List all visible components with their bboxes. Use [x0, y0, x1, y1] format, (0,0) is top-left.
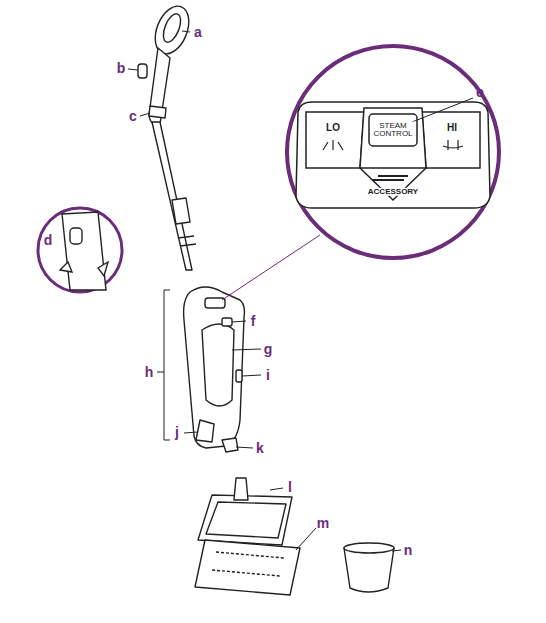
- accessory-wedge: [360, 168, 426, 200]
- detail-clips: [60, 262, 108, 276]
- callout-letter: k: [256, 441, 264, 456]
- hi-button: [422, 112, 480, 168]
- lo-button: [306, 112, 364, 168]
- lo-steam-icon: [323, 140, 343, 150]
- leader-line: [232, 349, 261, 350]
- accessory-icon: [372, 176, 408, 180]
- measuring-cup: [344, 544, 394, 592]
- mop-head: [198, 495, 292, 545]
- mop-head-ribs: [206, 502, 286, 538]
- zoom-circle: [287, 46, 499, 258]
- callout-letter: d: [44, 233, 53, 248]
- detail-latch: [70, 228, 82, 244]
- collar: [149, 106, 166, 118]
- leader-line: [157, 372, 164, 373]
- mop-head-neck: [234, 478, 248, 500]
- button-label: HI: [447, 123, 457, 134]
- leader-line: [296, 528, 316, 550]
- zoom-leader: [222, 235, 320, 300]
- leader-line: [184, 432, 198, 433]
- leader-line: [236, 447, 253, 448]
- leader-line: [128, 69, 138, 70]
- handle-grip: [149, 48, 170, 124]
- callout-letter: j: [175, 425, 179, 440]
- button-label: STEAM CONTROL: [371, 122, 415, 139]
- detail-circle: [38, 208, 122, 292]
- leader-line: [182, 31, 190, 32]
- leader-line: [232, 321, 246, 322]
- callout-letter: c: [129, 109, 137, 124]
- pole: [152, 122, 192, 270]
- mop-body: [184, 287, 245, 448]
- pivot: [222, 438, 238, 452]
- bracket: [164, 290, 170, 440]
- leader-line: [270, 488, 283, 490]
- button-label: LO: [326, 123, 340, 134]
- callout-letter: l: [288, 480, 292, 495]
- mop-pad: [195, 540, 300, 595]
- pedal: [196, 420, 214, 442]
- callout-letter: a: [194, 25, 202, 40]
- callout-letter: n: [404, 543, 413, 558]
- panel-face: [296, 102, 490, 208]
- button-label: ACCESSORY: [368, 188, 418, 196]
- leader-line: [412, 98, 473, 122]
- pole-ring: [178, 236, 196, 246]
- hi-steam-icon: [443, 140, 463, 150]
- water-tank: [202, 324, 234, 406]
- callout-letter: i: [266, 368, 270, 383]
- pole-clip: [172, 198, 190, 224]
- tank-release: [236, 370, 242, 382]
- callout-letter: f: [251, 314, 256, 329]
- callout-letter: m: [317, 516, 329, 531]
- steam-control-surround: [360, 108, 426, 168]
- leader-line: [140, 113, 150, 116]
- handle-hole: [160, 11, 184, 44]
- accessory-port: [222, 318, 232, 326]
- leader-line: [392, 550, 401, 551]
- detail-body: [62, 212, 106, 290]
- pad-stitch: [212, 552, 284, 576]
- callout-letter: b: [117, 61, 126, 76]
- leader-line: [242, 375, 261, 376]
- handle-loop: [149, 1, 196, 59]
- cup-rim: [344, 543, 394, 553]
- trigger: [138, 64, 147, 78]
- callout-letter: h: [145, 365, 154, 380]
- callout-letter: e: [476, 85, 484, 100]
- steam-control-button: [369, 114, 417, 146]
- callout-letter: g: [264, 342, 273, 357]
